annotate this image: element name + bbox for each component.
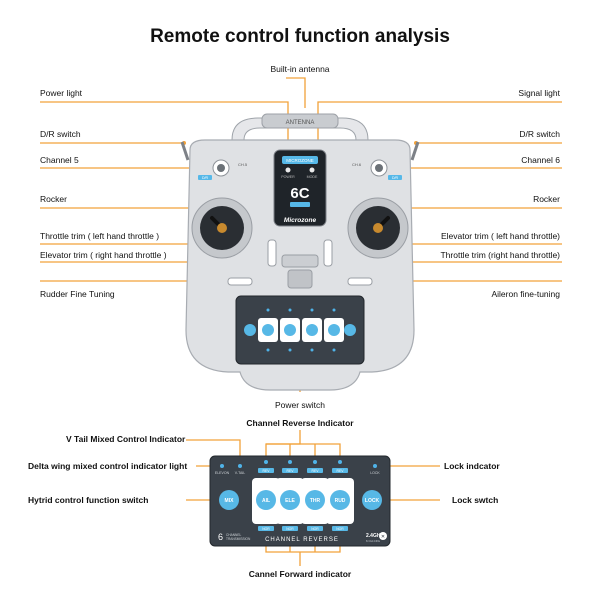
panel-ghz-sub: 6 CH.CFG: [366, 539, 381, 543]
label-dr-switch-right: D/R switch: [519, 129, 560, 139]
ch6-label: CH.6: [352, 162, 362, 167]
dr-right-label: D/R: [392, 176, 399, 180]
nor-tag-3: NOR: [311, 527, 319, 531]
page-title: Remote control function analysis: [150, 26, 450, 47]
leader-signal-light: [317, 101, 562, 150]
power-led-label: POWER: [281, 175, 295, 179]
panel-channel-text-2: TRANSMISSION: [226, 537, 251, 541]
trim-left-vertical: [267, 239, 277, 267]
power-led: [285, 167, 291, 173]
antenna-label: ANTENNA: [286, 120, 315, 126]
aileron-trim: [347, 277, 373, 286]
screen-small-text: MICROZONE: [286, 158, 314, 163]
rev-tag-3: REV: [312, 469, 320, 473]
panel-top-left: ELEVON: [215, 471, 230, 475]
model-text: 6C: [290, 185, 309, 202]
dr-left-label: D/R: [202, 176, 209, 180]
ele-button: [280, 490, 300, 510]
rev-tag-1: REV: [263, 469, 271, 473]
nor-tag-4: NOR: [336, 527, 344, 531]
label-channel-forward-indicator: Cannel Forward indicator: [248, 569, 352, 579]
label-elevator-trim-left-hand: Elevator trim ( left hand throttle): [440, 231, 560, 241]
label-lock-indicator: Lock indcator: [444, 461, 500, 471]
delta-wing-led: [220, 464, 224, 468]
label-power-switch: Power switch: [274, 400, 326, 410]
label-delta-wing-indicator: Delta wing mixed control indicator light: [28, 461, 188, 471]
panel-channel-text-1: CHANNEL: [226, 533, 241, 537]
rev-tag-2: REV: [287, 469, 295, 473]
lock-led: [373, 464, 377, 468]
label-vtail-indicator: V Tail Mixed Control Indicator: [66, 434, 186, 444]
panel-channel-reverse: CHANNEL REVERSE: [265, 537, 339, 543]
power-switch: [287, 269, 313, 289]
label-channel-6: Channel 6: [521, 155, 560, 165]
btn-label-0: MIX: [225, 498, 235, 504]
dr-switch-right: [410, 141, 420, 161]
label-hybrid-switch: Hytrid control function switch: [28, 495, 149, 505]
label-throttle-trim-left: Throttle trim ( left hand throttle ): [40, 231, 160, 241]
btn-label-2: ELE: [285, 498, 295, 504]
nor-tags: [258, 526, 348, 531]
dr-switch-left: [180, 141, 190, 161]
btn-label-5: LOCK: [365, 498, 380, 504]
label-channel-5: Channel 5: [40, 155, 79, 165]
panel-top-mid: V-TAIL: [235, 471, 245, 475]
nor-tag-labels: NOR NOR NOR NOR: [262, 527, 344, 531]
panel-ghz: 2.4GHz: [366, 533, 383, 539]
trim-right-vertical: [323, 239, 333, 267]
signal-led: [309, 167, 315, 173]
label-power-light: Power light: [40, 88, 83, 98]
thr-button: [305, 490, 325, 510]
label-built-in-antenna: Built-in antenna: [270, 64, 330, 74]
btn-label-3: THR: [310, 498, 321, 504]
rev-tags: [258, 468, 348, 473]
leader-vtail: [186, 439, 241, 460]
lock-button: [362, 490, 382, 510]
label-rudder-fine-tuning: Rudder Fine Tuning: [40, 289, 115, 299]
nor-tag-1: NOR: [262, 527, 270, 531]
label-elevator-trim-right-hand: Elevator trim ( right hand throttle ): [40, 250, 167, 260]
vtail-led: [238, 464, 242, 468]
transmitter: ANTENNA MICROZONE POWER MODE 6C Microzon…: [180, 113, 420, 391]
label-signal-light: Signal light: [518, 88, 560, 98]
label-rocker-right: Rocker: [533, 194, 560, 204]
mode-led-label: MODE: [307, 175, 318, 179]
ail-button: [256, 490, 276, 510]
label-aileron-fine-tuning: Aileron fine-tuning: [491, 289, 560, 299]
leader-antenna: [286, 77, 306, 108]
device-mini-buttons: [244, 318, 356, 342]
label-throttle-trim-right-hand: Throttle trim (right hand throttle): [440, 250, 560, 260]
rud-button: [330, 490, 350, 510]
leader-rev-2: [266, 443, 341, 458]
panel-six: 6: [218, 532, 223, 542]
btn-label-1: AIL: [262, 498, 270, 504]
rev-leds: [264, 460, 342, 464]
btn-label-4: RUD: [335, 498, 346, 504]
label-lock-switch: Lock swtch: [452, 495, 499, 505]
nor-tag-2: NOR: [286, 527, 294, 531]
ch5-label: CH.5: [238, 162, 248, 167]
rudder-trim: [227, 277, 253, 286]
label-dr-switch-left: D/R switch: [40, 129, 81, 139]
panel-top-right: LOCK: [370, 471, 380, 475]
brand-text: Microzone: [284, 217, 317, 224]
antenna-plate: [261, 113, 339, 129]
rev-tag-4: REV: [337, 469, 345, 473]
label-channel-reverse-indicator: Channel Reverse Indicator: [246, 418, 354, 428]
leader-power-light: [40, 101, 289, 150]
enlarged-panel: ELEVON V-TAIL LOCK REV REV REV REV: [209, 455, 391, 547]
mix-button: [219, 490, 239, 510]
label-rocker-left: Rocker: [40, 194, 67, 204]
panel-buttons: [219, 490, 382, 510]
svg-text:✕: ✕: [381, 534, 385, 540]
rev-tag-labels: REV REV REV REV: [263, 469, 345, 473]
